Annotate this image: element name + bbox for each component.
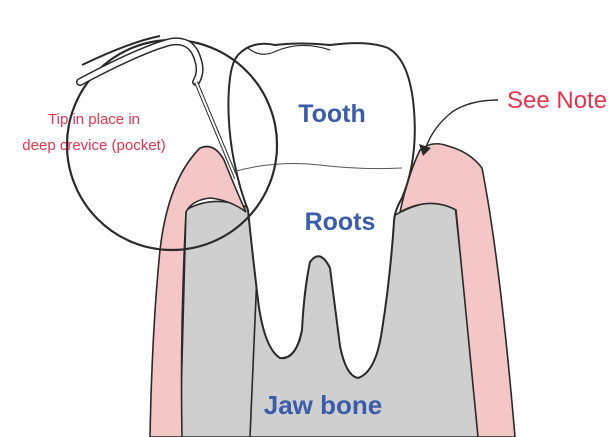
- label-jaw-bone: Jaw bone: [264, 390, 382, 420]
- see-note-pointer: [425, 100, 498, 150]
- label-tip-line1: Tip in place in: [48, 111, 140, 128]
- label-tip-line2: deep crevice (pocket): [22, 137, 165, 154]
- label-see-note: See Note: [507, 87, 607, 114]
- label-roots: Roots: [305, 208, 376, 236]
- label-tooth: Tooth: [298, 100, 366, 128]
